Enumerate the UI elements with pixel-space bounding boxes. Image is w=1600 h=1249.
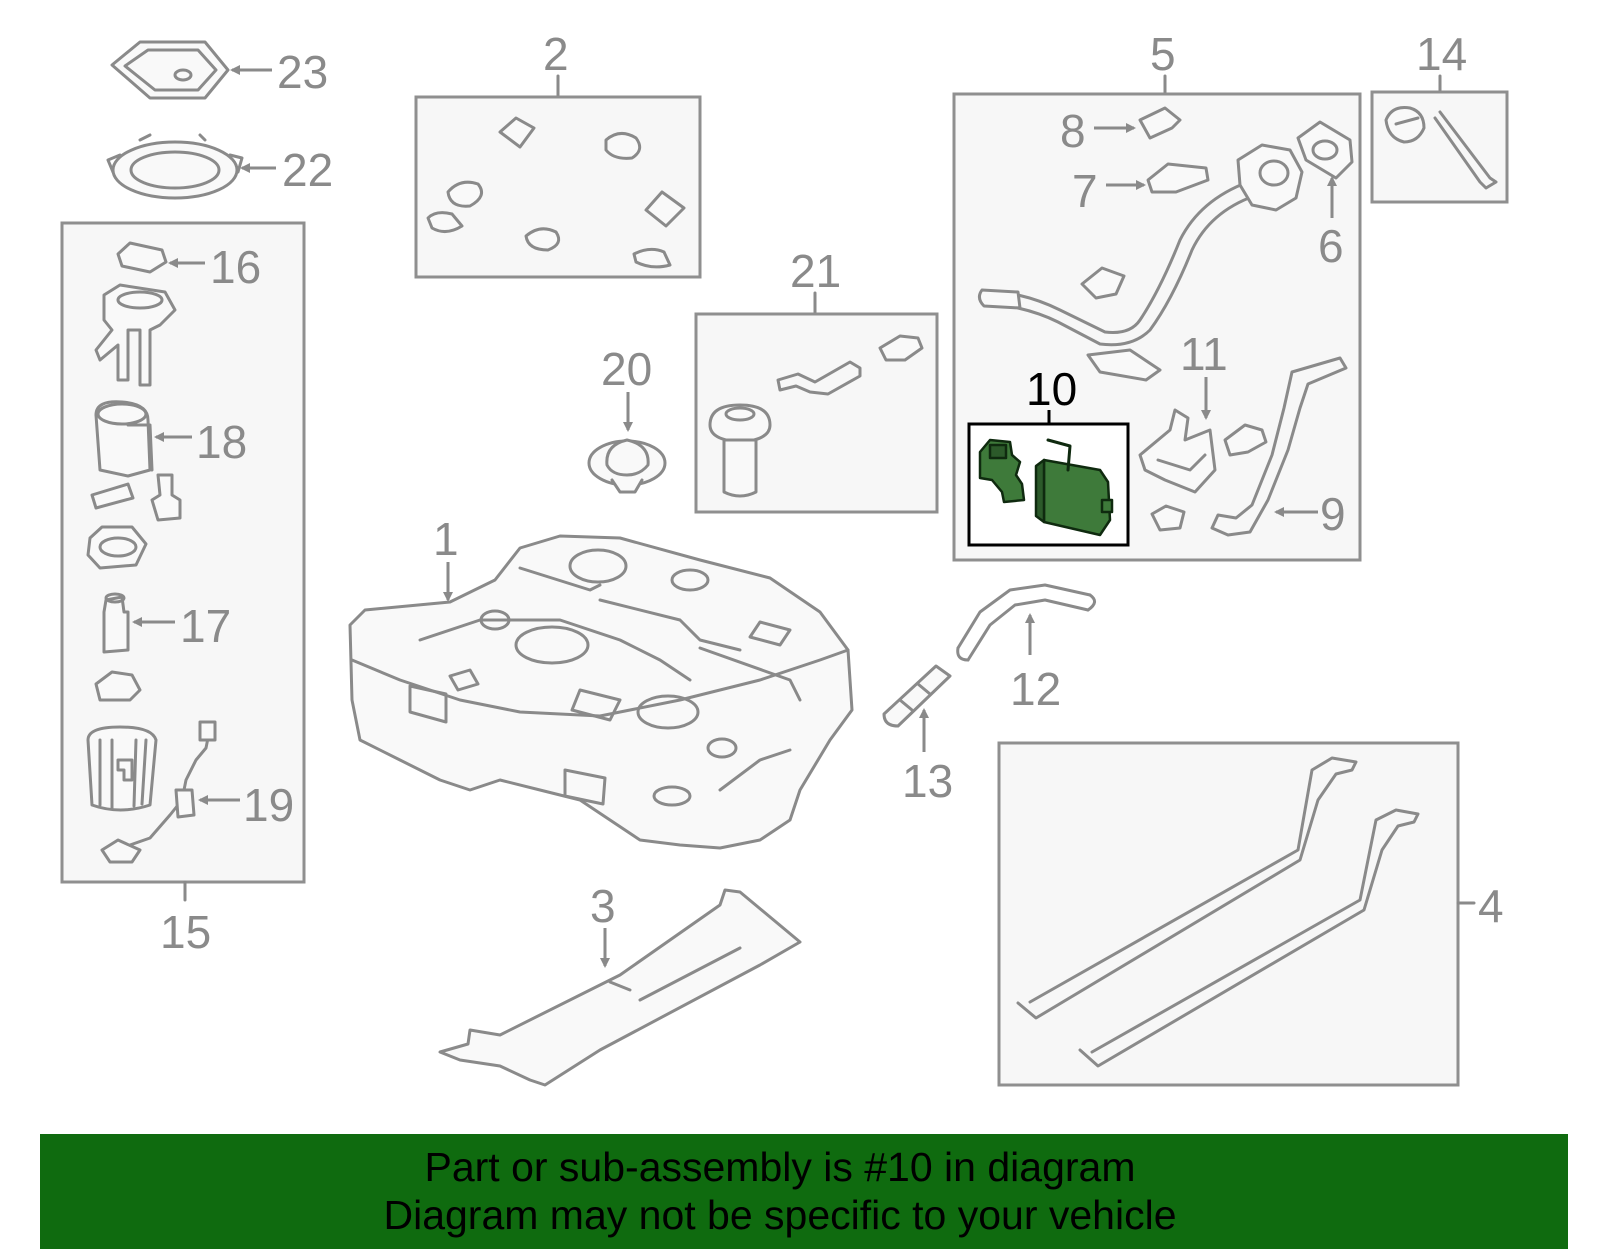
callout-20: 20: [601, 343, 652, 395]
part-7-bracket: [1146, 162, 1210, 194]
part-1-fuel-tank: [348, 534, 854, 850]
callout-18: 18: [196, 416, 247, 468]
callout-2: 2: [543, 28, 569, 80]
box-4-tank-straps: [997, 741, 1460, 1087]
callout-4: 4: [1478, 880, 1504, 932]
callout-12: 12: [1010, 663, 1061, 715]
part-pump-ring: [86, 525, 148, 570]
part-11-bracket: [1138, 408, 1268, 532]
part-21-filler-tube: [708, 334, 924, 498]
callout-14: 14: [1416, 28, 1467, 80]
callout-22: 22: [282, 144, 333, 196]
callout-21: 21: [790, 245, 841, 297]
callout-1: 1: [433, 513, 459, 565]
part-6-gasket: [1296, 120, 1354, 180]
part-14-cap-tether: [1384, 106, 1498, 190]
part-22-lock-ring: [106, 133, 244, 200]
part-4-straps: [1016, 756, 1420, 1068]
part-8-clip: [1138, 106, 1182, 140]
callout-5: 5: [1150, 28, 1176, 80]
part-13-tube: [882, 664, 952, 728]
callout-8: 8: [1060, 105, 1086, 157]
part-pump-flange: [94, 283, 177, 387]
callout-7: 7: [1072, 165, 1098, 217]
part-19-level-sender: [100, 720, 217, 864]
part-17-pump: [102, 592, 130, 654]
part-20-cap: [587, 438, 667, 494]
part-filler-pipe: [977, 143, 1304, 382]
callout-13: 13: [902, 755, 953, 807]
callout-17: 17: [180, 600, 231, 652]
part-12-hose: [956, 583, 1096, 662]
part-23-gasket: [110, 40, 230, 100]
callout-11: 11: [1180, 328, 1228, 380]
callout-3: 3: [590, 880, 616, 932]
part-10-vapor-canister: [978, 438, 1114, 537]
part-16-clip: [116, 241, 168, 274]
part-3-heat-shield: [438, 888, 802, 1087]
callout-6: 6: [1318, 220, 1344, 272]
callout-23: 23: [277, 46, 328, 98]
banner-line-1: Part or sub-assembly is #10 in diagram: [424, 1144, 1136, 1190]
box-14-filler-cap: [1370, 90, 1509, 204]
callout-10: 10: [1026, 363, 1077, 415]
callout-16: 16: [210, 241, 261, 293]
notice-banner: Part or sub-assembly is #10 in diagram D…: [40, 1134, 1568, 1249]
part-2-pads: [426, 116, 686, 269]
part-18-filter: [90, 400, 182, 522]
part-pump-bracket: [94, 670, 142, 702]
callout-19: 19: [243, 779, 294, 831]
part-pump-reservoir: [86, 725, 158, 812]
banner-line-2: Diagram may not be specific to your vehi…: [383, 1192, 1177, 1238]
callout-15: 15: [160, 906, 211, 958]
part-9-vent-hose: [1210, 356, 1348, 537]
callout-9: 9: [1320, 488, 1346, 540]
